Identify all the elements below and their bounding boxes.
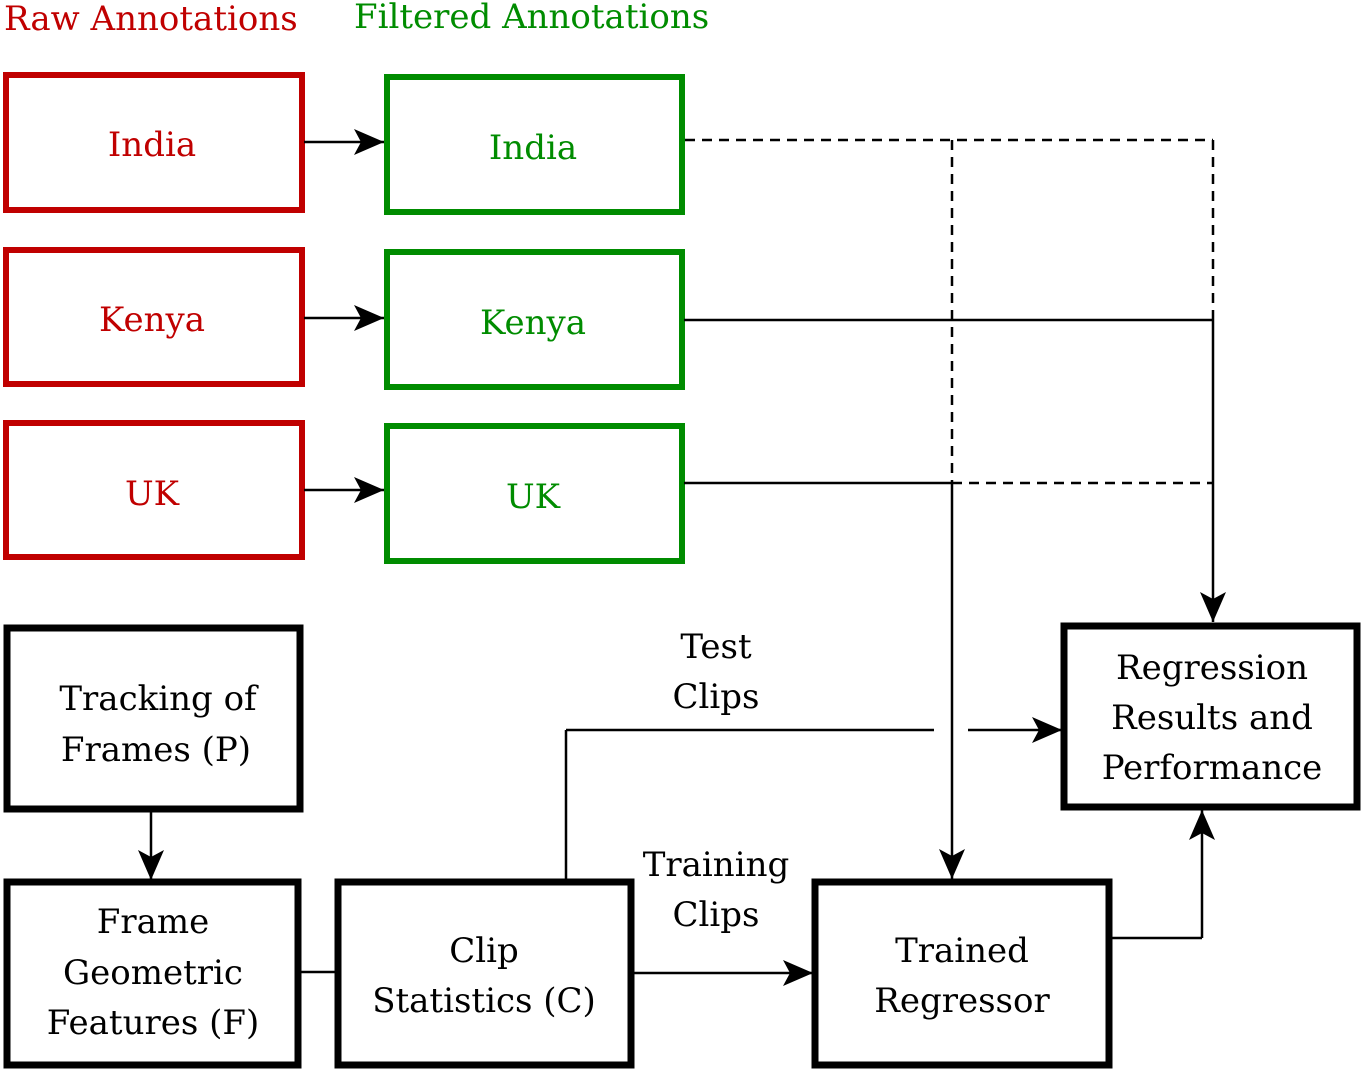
clip-stats-line1: Clip: [449, 931, 519, 971]
box-regression-results: Regression Results and Performance: [1060, 622, 1361, 811]
frame-features-line3: Features (F): [47, 1003, 259, 1043]
filtered-box-uk-label: UK: [506, 477, 561, 517]
edge-label-training-line1: Training: [643, 845, 790, 885]
results-line2: Results and: [1111, 698, 1313, 738]
edge-label-test-line2: Clips: [673, 677, 760, 717]
box-clip-statistics: Clip Statistics (C): [334, 878, 635, 1069]
filtered-box-uk: UK: [384, 423, 685, 564]
trained-line1: Trained: [895, 931, 1029, 971]
frame-features-line2: Geometric: [63, 953, 243, 993]
frame-features-line1: Frame: [97, 902, 209, 942]
trained-line2: Regressor: [874, 981, 1050, 1021]
connector-uk-to-regressor: [684, 481, 965, 879]
raw-box-india: India: [3, 72, 305, 213]
header-filtered-annotations: Filtered Annotations: [354, 0, 709, 37]
clip-stats-line2: Statistics (C): [372, 981, 596, 1021]
connector-kenya-to-results: [684, 318, 1226, 622]
raw-box-kenya: Kenya: [3, 247, 305, 387]
raw-box-india-label: India: [108, 125, 196, 165]
edge-label-training-line2: Clips: [673, 895, 760, 935]
tracking-line1: Tracking of: [59, 679, 259, 719]
box-trained-regressor: Trained Regressor: [811, 878, 1113, 1069]
raw-box-uk-label: UK: [125, 474, 180, 514]
edge-label-test-line1: Test: [680, 627, 752, 667]
results-line3: Performance: [1102, 748, 1323, 788]
box-frame-geometric-features: Frame Geometric Features (F): [3, 878, 302, 1069]
raw-box-uk: UK: [3, 420, 305, 560]
tracking-line2: Frames (P): [61, 730, 251, 770]
filtered-box-india-label: India: [489, 128, 577, 168]
connector-test-clips: [564, 717, 1062, 880]
filtered-box-india: India: [384, 74, 685, 215]
header-raw-annotations: Raw Annotations: [4, 0, 298, 39]
filtered-box-kenya-label: Kenya: [480, 303, 586, 343]
results-line1: Regression: [1116, 648, 1308, 688]
connector-regressor-to-results: [1112, 810, 1215, 940]
box-tracking-of-frames: Tracking of Frames (P): [3, 624, 304, 813]
filtered-box-kenya: Kenya: [384, 249, 685, 390]
raw-box-kenya-label: Kenya: [99, 300, 205, 340]
dashed-india-connector: [685, 138, 1215, 485]
